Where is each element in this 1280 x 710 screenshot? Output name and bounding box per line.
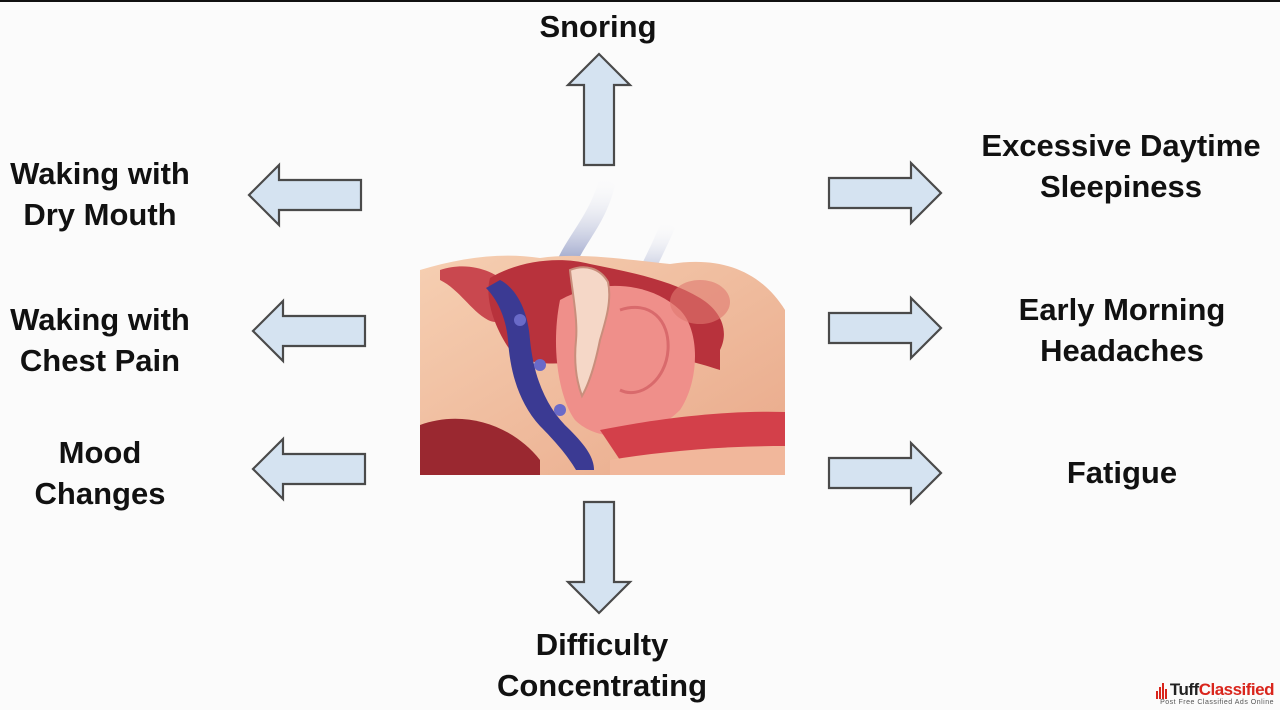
arrow-down-icon: [565, 500, 633, 615]
arrow-up-icon: [565, 52, 633, 167]
air-bubble: [514, 314, 526, 326]
watermark-brand-a: Tuff: [1169, 680, 1199, 699]
label-fatigue: Fatigue: [1022, 452, 1222, 493]
label-line: Difficulty: [535, 627, 669, 662]
label-snoring-text: Snoring: [539, 9, 657, 44]
arrow-right-icon: [827, 295, 943, 361]
label-line: Waking with: [10, 156, 190, 191]
label-difficulty-concentrating: Difficulty Concentrating: [452, 624, 752, 706]
arrow-left-icon: [247, 162, 363, 228]
label-line: Waking with: [10, 302, 190, 337]
label-line: Excessive Daytime: [981, 128, 1261, 163]
label-line: Concentrating: [496, 668, 708, 703]
label-dry-mouth: Waking with Dry Mouth: [0, 153, 200, 235]
label-line: Headaches: [1040, 333, 1204, 368]
label-line: Sleepiness: [1040, 169, 1202, 204]
nasal-cavity: [670, 280, 730, 324]
chin-shadow: [420, 418, 540, 475]
bars-icon: [1155, 681, 1168, 699]
label-line: Mood: [58, 435, 142, 470]
air-bubble: [554, 404, 566, 416]
label-line: Chest Pain: [19, 343, 181, 378]
air-bubble: [534, 359, 546, 371]
label-line: Changes: [34, 476, 166, 511]
watermark-brand: TuffClassified: [1155, 680, 1275, 699]
label-snoring: Snoring: [498, 6, 698, 47]
airway-passage: [486, 280, 594, 470]
top-border: [0, 0, 1280, 2]
arrow-right-icon: [827, 160, 943, 226]
label-morning-headaches: Early Morning Headaches: [972, 289, 1272, 371]
label-line: Fatigue: [1066, 455, 1178, 490]
label-daytime-sleepiness: Excessive Daytime Sleepiness: [962, 125, 1280, 207]
tongue-detail: [619, 305, 670, 395]
label-chest-pain: Waking with Chest Pain: [0, 299, 200, 381]
sleep-apnea-airway-illustration: [420, 175, 785, 475]
neck: [610, 446, 785, 475]
label-mood-changes: Mood Changes: [0, 432, 200, 514]
arrow-left-icon: [251, 436, 367, 502]
arrow-left-icon: [251, 298, 367, 364]
watermark-logo: TuffClassified Post Free Classified Ads …: [1155, 680, 1275, 706]
watermark-tagline: Post Free Classified Ads Online: [1160, 699, 1274, 706]
label-line: Dry Mouth: [23, 197, 177, 232]
label-line: Early Morning: [1018, 292, 1226, 327]
watermark-brand-b: Classified: [1198, 680, 1275, 699]
arrow-right-icon: [827, 440, 943, 506]
soft-palate: [568, 266, 611, 399]
